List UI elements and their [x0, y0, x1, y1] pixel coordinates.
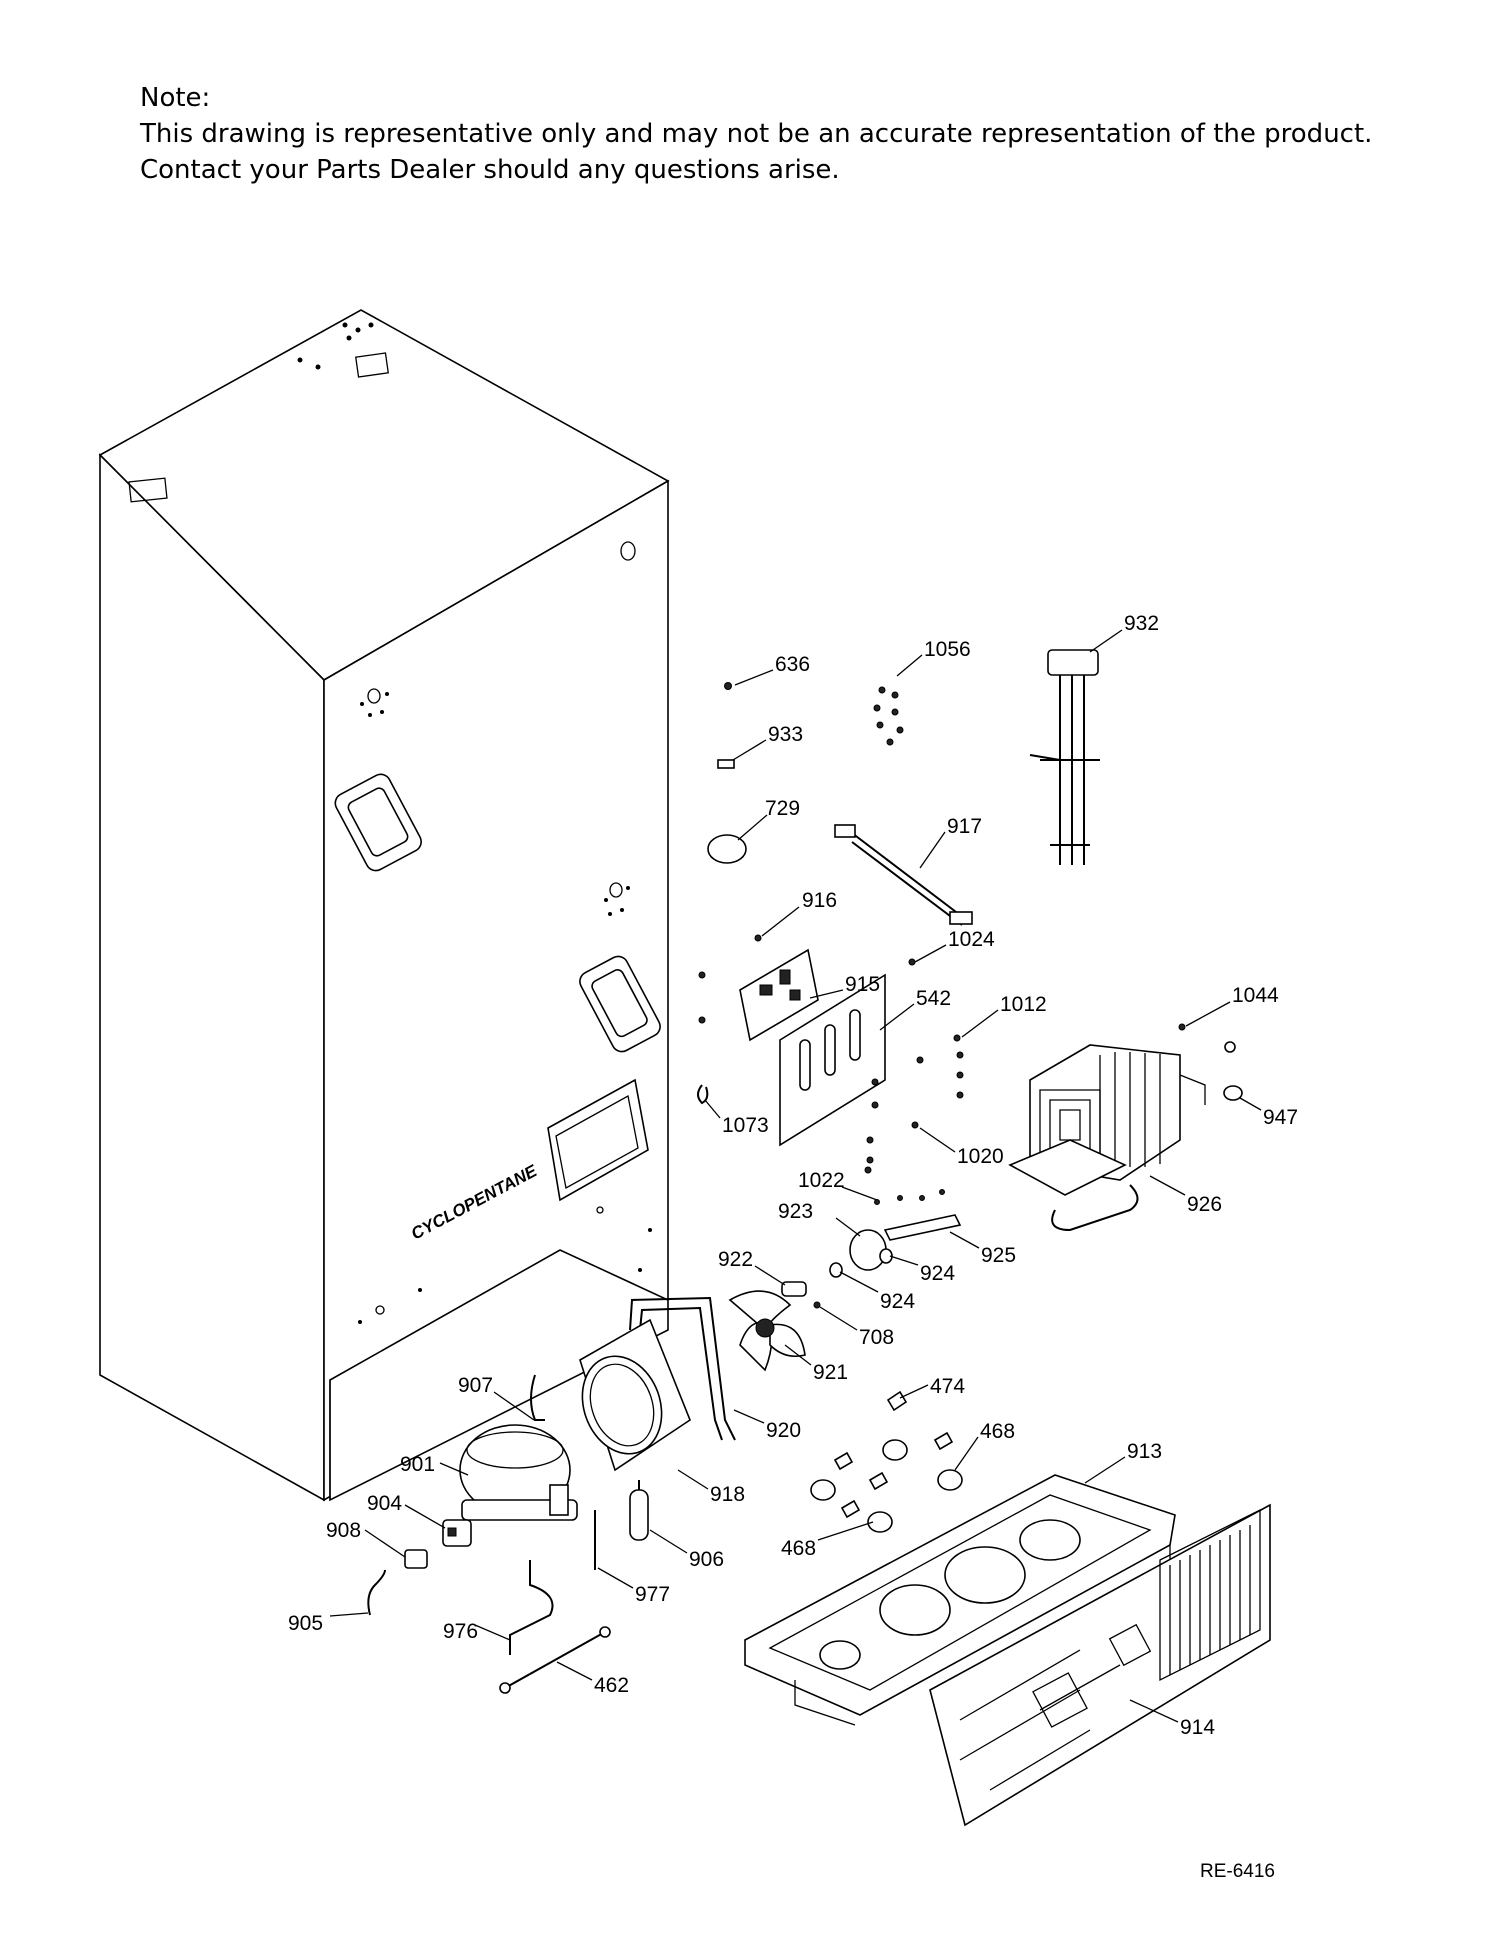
callout-1024: 1024 [948, 928, 995, 951]
callout-901: 901 [400, 1453, 435, 1476]
callout-916: 916 [802, 889, 837, 912]
callout-1012: 1012 [1000, 993, 1047, 1016]
callout-915: 915 [845, 973, 880, 996]
drawing-id: RE-6416 [1200, 1861, 1275, 1882]
callout-labels: 932 636 1056 933 729 917 916 1024 915 54… [288, 612, 1298, 1739]
callout-907: 907 [458, 1374, 493, 1397]
note-heading: Note: [140, 83, 211, 113]
callout-932: 932 [1124, 612, 1159, 635]
callout-906: 906 [689, 1548, 724, 1571]
disclaimer-note: Note: This drawing is representative onl… [140, 80, 1372, 188]
callout-924-a: 924 [920, 1262, 955, 1285]
callout-468-a: 468 [980, 1420, 1015, 1443]
callout-924-b: 924 [880, 1290, 915, 1313]
fan-blade [728, 1290, 806, 1372]
callout-977: 977 [635, 1583, 670, 1606]
callout-947: 947 [1263, 1106, 1298, 1129]
callout-542: 542 [916, 987, 951, 1010]
callout-1044: 1044 [1232, 984, 1279, 1007]
callout-908: 908 [326, 1519, 361, 1542]
condenser-coil [1008, 1044, 1206, 1232]
callout-918: 918 [710, 1483, 745, 1506]
callout-925: 925 [981, 1244, 1016, 1267]
note-line-1: This drawing is representative only and … [140, 119, 1373, 149]
callout-1073: 1073 [722, 1114, 769, 1137]
callout-729: 729 [765, 797, 800, 820]
callout-905: 905 [288, 1612, 323, 1635]
callout-920: 920 [766, 1419, 801, 1442]
callout-926: 926 [1187, 1193, 1222, 1216]
fan-shroud [579, 1318, 691, 1472]
callout-923: 923 [778, 1200, 813, 1223]
grille-panel [929, 1503, 1271, 1827]
callout-933: 933 [768, 723, 803, 746]
note-line-2: Contact your Parts Dealer should any que… [140, 155, 840, 185]
callout-636: 636 [775, 653, 810, 676]
callout-708: 708 [859, 1326, 894, 1349]
callout-462: 462 [594, 1674, 629, 1697]
refrigerator-cabinet: CYCLOPENTANE [98, 309, 670, 1502]
callout-1022: 1022 [798, 1169, 845, 1192]
callout-913: 913 [1127, 1440, 1162, 1463]
callout-474: 474 [930, 1375, 965, 1398]
callout-1020: 1020 [957, 1145, 1004, 1168]
callout-922: 922 [718, 1248, 753, 1271]
callout-904: 904 [367, 1492, 402, 1515]
callout-917: 917 [947, 815, 982, 838]
leader-lines [329, 629, 1262, 1723]
callout-1056: 1056 [924, 638, 971, 661]
callout-976: 976 [443, 1620, 478, 1643]
compressor-base-tray [744, 1474, 1176, 1726]
grommets [810, 1431, 963, 1533]
compressor [459, 1424, 578, 1521]
callout-921: 921 [813, 1361, 848, 1384]
callout-914: 914 [1180, 1716, 1215, 1739]
part-shapes [367, 649, 1271, 1827]
callout-468-b: 468 [781, 1537, 816, 1560]
